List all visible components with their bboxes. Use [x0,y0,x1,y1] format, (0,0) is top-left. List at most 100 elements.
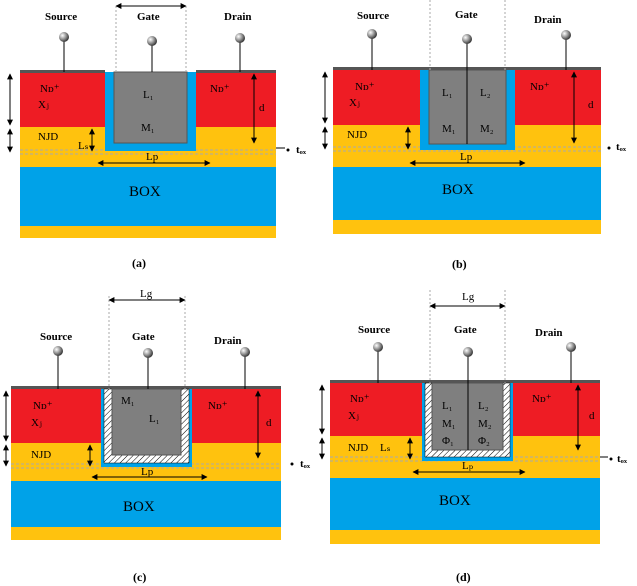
gate-terminal-icon [463,347,473,357]
lp-label: Lp [460,151,473,163]
drain-terminal-icon [561,30,571,40]
phi2-label: Φ₂ [478,435,490,447]
nd-label-right: Nᴅ⁺ [210,83,230,95]
buried-oxide-layer [330,478,600,530]
tox-marker [290,462,294,466]
xj-label: Xⱼ [348,410,359,422]
drain-terminal-icon [566,342,576,352]
ls-label: Lₛ [78,140,89,152]
nd-label: Nᴅ⁺ [40,83,60,95]
lg-label: Lg [140,288,153,300]
lp-label: Lp [141,466,154,478]
source-label: Source [40,331,72,343]
drain-region [192,389,281,443]
nd-label: Nᴅ⁺ [355,81,375,93]
njd-label: NJD [348,442,368,454]
drain-label: Drain [535,327,563,339]
drain-terminal-icon [235,33,245,43]
gate-terminal-icon [147,36,157,46]
m1-label: M₁ [141,122,155,134]
njd-label: NJD [347,129,367,141]
gate-terminal-icon [143,348,153,358]
l2-label: L₂ [478,400,489,412]
xj-label: Xⱼ [31,417,42,429]
source-terminal-icon [53,346,63,356]
source-region [330,383,422,436]
source-terminal-icon [367,29,377,39]
source-region [333,70,420,125]
m2-label: M₂ [478,418,492,430]
nd-label: Nᴅ⁺ [33,400,53,412]
top-contact [330,380,600,383]
l1-label: L₁ [442,400,453,412]
d-label: d [266,417,272,429]
substrate-layer [20,226,276,238]
panel-a: Source Gate Drain Nᴅ⁺ Xⱼ NJD Lₛ Nᴅ⁺ d L₁… [7,3,307,270]
ls-label: Lₛ [380,442,391,454]
nd-label-right: Nᴅ⁺ [208,400,228,412]
nd-label: Nᴅ⁺ [350,393,370,405]
d-label: d [589,410,595,422]
gate-metal [111,388,182,456]
panel-d: Lg Source Gate Drain Nᴅ⁺ Xⱼ NJD Lₛ Nᴅ⁺ d… [319,290,628,584]
source-region [11,389,101,443]
m1-label: M₁ [121,395,135,407]
lg-label: Lg [462,291,475,303]
njd-label: NJD [31,449,51,461]
drain-region [196,72,276,127]
caption: (b) [452,257,467,271]
l1-label: L₁ [143,89,154,101]
m2-label: M₂ [480,123,494,135]
xj-label: Xⱼ [38,99,49,111]
drain-label: Drain [224,11,252,23]
gate-label: Gate [132,331,155,343]
panel-b: Source Gate Drain Nᴅ⁺ Xⱼ NJD Nᴅ⁺ d L₁ L₂… [322,0,627,271]
d-label: d [259,102,265,114]
gate-label: Gate [454,324,477,336]
box-label: BOX [442,182,474,198]
source-terminal-icon [59,32,69,42]
gate-label: Gate [137,11,160,23]
substrate-layer [330,530,600,544]
drain-terminal-icon [240,347,250,357]
buried-oxide-layer [11,481,281,527]
njd-label: NJD [38,131,58,143]
drain-label: Drain [534,14,562,26]
lp-label: Lp [146,151,159,163]
buried-oxide-layer [20,167,276,226]
substrate-layer [11,527,281,540]
source-label: Source [45,11,77,23]
box-label: BOX [123,499,155,515]
caption: (a) [132,256,146,270]
tox-label: tₒₓ [296,144,307,156]
m1-label: M₁ [442,123,456,135]
substrate-layer [333,220,601,234]
source-region [20,72,105,127]
tox-label: tₒₓ [617,453,628,465]
tox-marker [286,148,290,152]
tox-label: tₒₓ [616,141,627,153]
gate-terminal-icon [462,34,472,44]
caption: (d) [456,570,471,584]
nd-label-right: Nᴅ⁺ [530,81,550,93]
phi1-label: Φ₁ [442,435,454,447]
tox-marker [609,457,613,461]
tox-marker [607,146,611,150]
source-label: Source [358,324,390,336]
drain-contact [196,70,276,73]
l1-label: L₁ [149,413,160,425]
l1-label: L₁ [442,87,453,99]
tox-label: tₒₓ [300,458,311,470]
panel-c: Lg Source Gate Drain Nᴅ⁺ Xⱼ NJD Nᴅ⁺ d M₁… [3,288,311,584]
source-terminal-icon [373,342,383,352]
box-label: BOX [129,184,161,200]
gate-metal [113,71,188,144]
top-contact [11,386,281,389]
lp-label: Lₚ [462,460,474,472]
m1-label: M₁ [442,418,456,430]
drain-region [513,383,600,436]
source-contact [20,70,105,73]
nd-label-right: Nᴅ⁺ [532,393,552,405]
caption: (c) [133,570,146,584]
